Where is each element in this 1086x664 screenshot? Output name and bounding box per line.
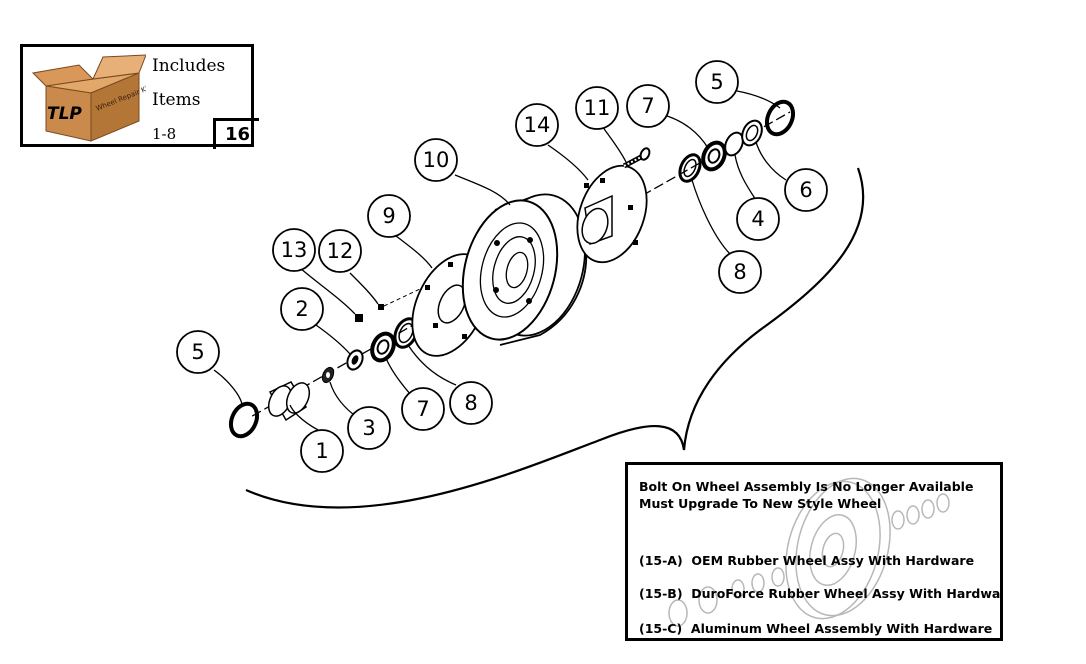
washer bbox=[346, 349, 364, 371]
svg-text:10: 10 bbox=[423, 148, 450, 172]
callout-4: 4 bbox=[736, 197, 780, 241]
svg-text:1: 1 bbox=[315, 439, 328, 463]
new-wheel-faded-illustration bbox=[668, 477, 950, 627]
svg-text:6: 6 bbox=[799, 178, 812, 202]
svg-text:5: 5 bbox=[710, 70, 723, 94]
hub-bolt bbox=[622, 147, 651, 169]
leader-lines bbox=[213, 90, 787, 431]
lock-nut bbox=[355, 314, 363, 322]
small-nut bbox=[321, 366, 335, 384]
svg-text:8: 8 bbox=[733, 260, 746, 284]
repair-kit-box-icon: TLP Wheel Repair Kit bbox=[31, 54, 146, 142]
svg-text:2: 2 bbox=[295, 297, 308, 321]
notice-heading-line1: Bolt On Wheel Assembly Is No Longer Avai… bbox=[639, 479, 974, 494]
callout-5-left: 5 bbox=[176, 330, 220, 374]
kit-range-text: 1-8 bbox=[152, 125, 177, 143]
callout-7-left: 7 bbox=[401, 387, 445, 431]
kit-quantity-badge: 16 bbox=[213, 118, 259, 149]
callout-14: 14 bbox=[515, 103, 559, 147]
callout-8-left: 8 bbox=[449, 381, 493, 425]
option-15c: (15-C) Aluminum Wheel Assembly With Hard… bbox=[639, 621, 992, 636]
svg-text:5: 5 bbox=[191, 340, 204, 364]
svg-text:14: 14 bbox=[524, 113, 551, 137]
option-label: Aluminum Wheel Assembly With Hardware bbox=[690, 621, 993, 636]
callout-13: 13 bbox=[272, 228, 316, 272]
callout-5-right: 5 bbox=[695, 60, 739, 104]
small-bolt bbox=[378, 304, 384, 310]
washer-right bbox=[741, 119, 763, 147]
svg-text:7: 7 bbox=[416, 397, 429, 421]
assembly-brace bbox=[245, 167, 865, 509]
callout-11: 11 bbox=[575, 86, 619, 130]
option-label: OEM Rubber Wheel Assy With Hardware bbox=[691, 553, 975, 568]
hub-sleeve bbox=[267, 381, 311, 422]
option-code: (15-B) bbox=[639, 586, 683, 601]
option-code: (15-C) bbox=[639, 621, 683, 636]
kit-includes-text: Includes bbox=[152, 56, 226, 76]
callout-12: 12 bbox=[318, 229, 362, 273]
callout-2: 2 bbox=[280, 287, 324, 331]
callout-7-right: 7 bbox=[626, 84, 670, 128]
seal-right bbox=[678, 153, 702, 183]
svg-text:7: 7 bbox=[641, 94, 654, 118]
notice-heading-line2: Must Upgrade To New Style Wheel bbox=[639, 496, 882, 511]
rubber-wheel bbox=[461, 193, 588, 346]
svg-text:9: 9 bbox=[382, 204, 395, 228]
bearing-right bbox=[701, 140, 727, 172]
option-15b: (15-B) DuroForce Rubber Wheel Assy With … bbox=[639, 586, 1003, 601]
option-15a: (15-A) OEM Rubber Wheel Assy With Hardwa… bbox=[639, 553, 974, 568]
callout-group: 5 1 3 2 13 12 7 8 9 10 14 11 7 5 6 4 8 bbox=[176, 60, 828, 473]
kit-items-text: Items bbox=[152, 90, 201, 110]
bearing-left bbox=[370, 331, 396, 363]
kit-info-box: TLP Wheel Repair Kit Includes Items 1-8 … bbox=[20, 44, 259, 149]
snap-ring-right bbox=[764, 99, 796, 137]
callout-3: 3 bbox=[347, 406, 391, 450]
svg-text:12: 12 bbox=[327, 239, 354, 263]
svg-text:8: 8 bbox=[464, 391, 477, 415]
snap-ring-left bbox=[228, 401, 260, 439]
callout-8-right: 8 bbox=[718, 250, 762, 294]
svg-text:3: 3 bbox=[362, 416, 375, 440]
callout-1: 1 bbox=[300, 429, 344, 473]
option-code: (15-A) bbox=[639, 553, 683, 568]
svg-text:11: 11 bbox=[584, 96, 611, 120]
upgrade-notice-box: Bolt On Wheel Assembly Is No Longer Avai… bbox=[625, 462, 1003, 641]
svg-text:4: 4 bbox=[751, 207, 764, 231]
svg-text:TLP: TLP bbox=[47, 104, 82, 124]
hub-plate bbox=[576, 164, 648, 264]
option-label: DuroForce Rubber Wheel Assy With Hardwar… bbox=[691, 586, 1003, 601]
spacer bbox=[724, 131, 744, 157]
svg-text:13: 13 bbox=[281, 238, 308, 262]
callout-6: 6 bbox=[784, 168, 828, 212]
callout-9: 9 bbox=[367, 194, 411, 238]
callout-10: 10 bbox=[414, 138, 458, 182]
